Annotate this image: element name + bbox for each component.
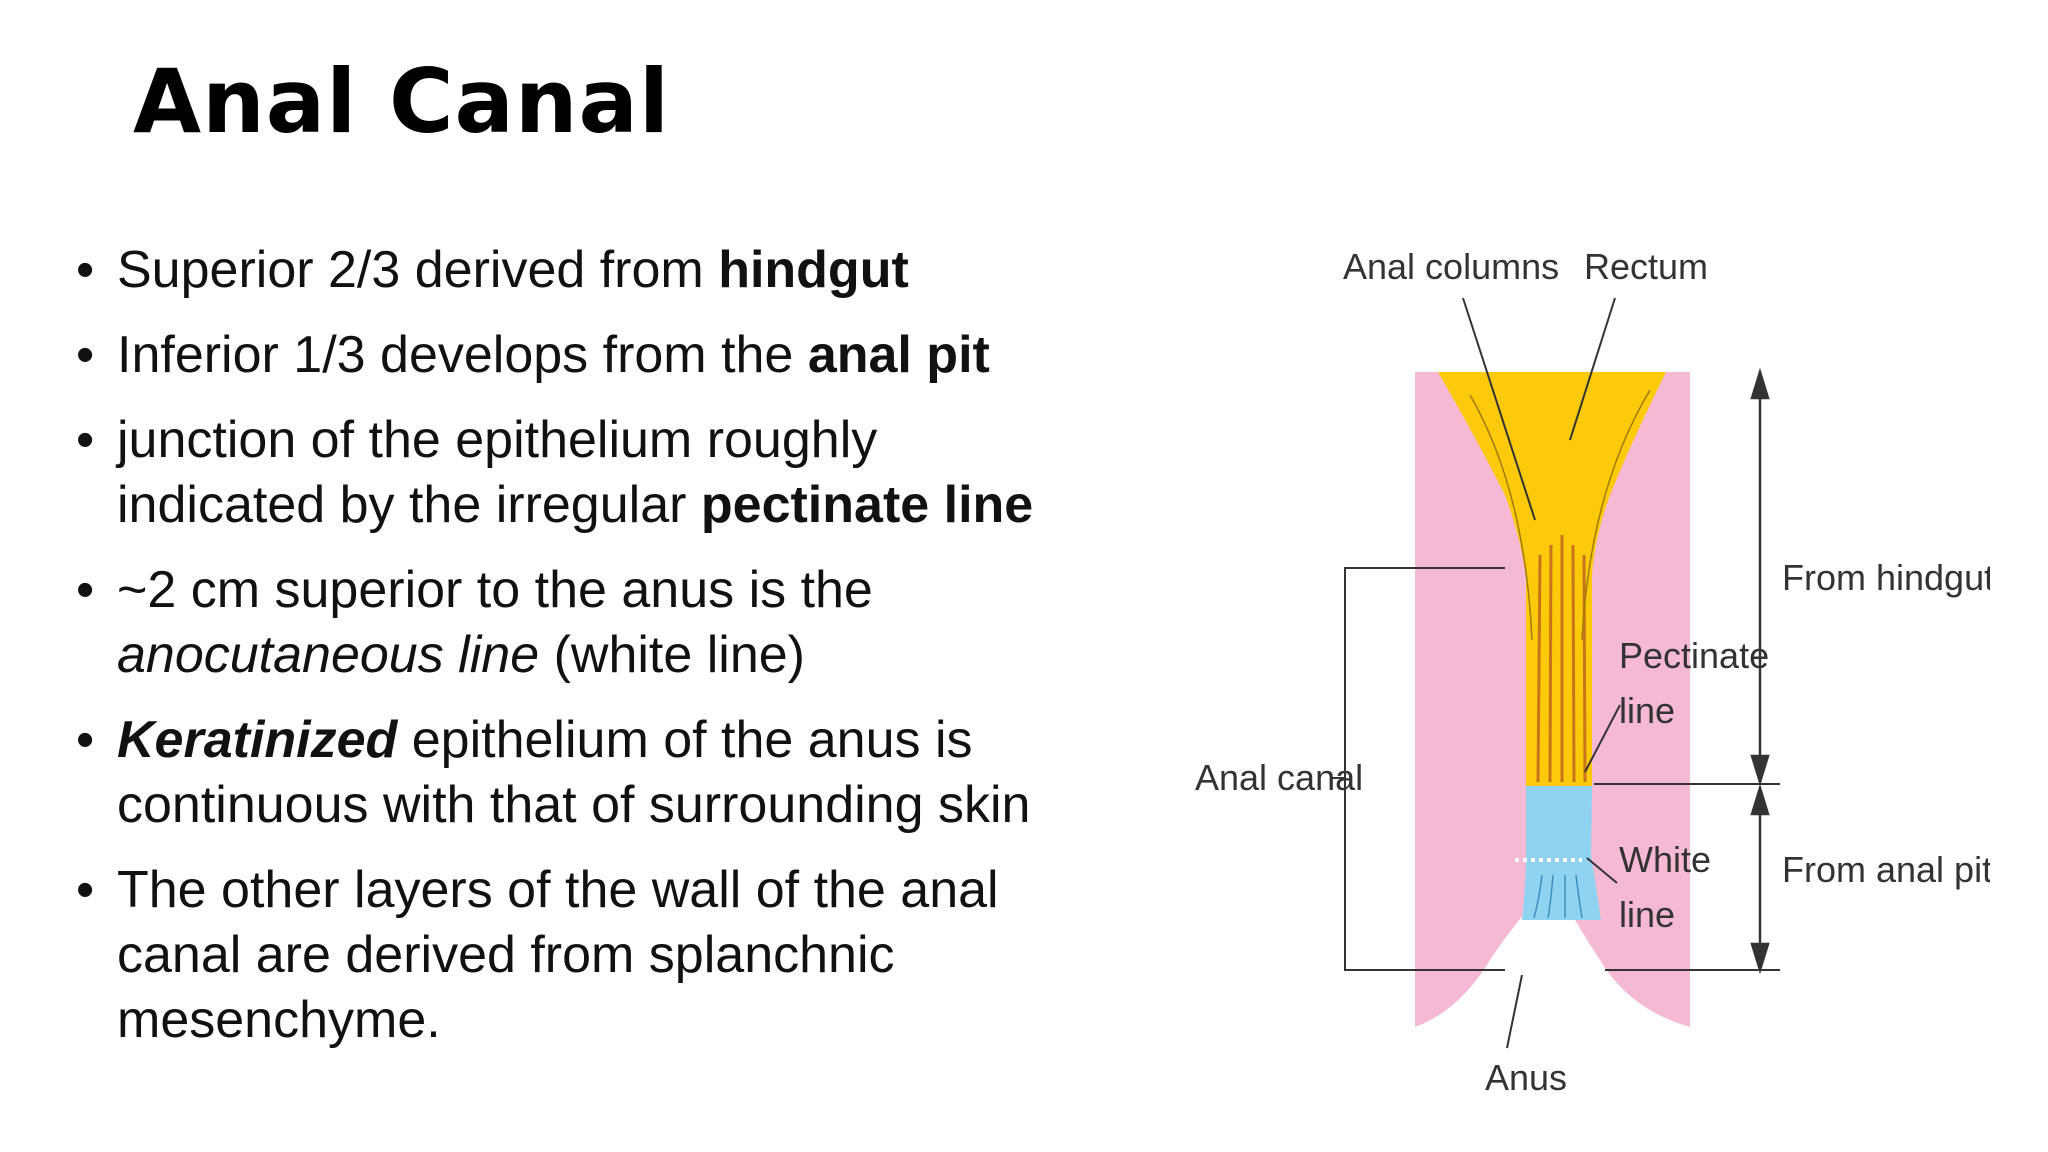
- bullet-item: ~2 cm superior to the anus is the anocut…: [76, 558, 1086, 688]
- label-white-line-2: line: [1619, 894, 1675, 935]
- bullet-item: Inferior 1/3 develops from the anal pit: [76, 323, 1086, 388]
- from-anal-pit-arrow: [1750, 783, 1770, 975]
- anal-pit-folds: [1533, 874, 1583, 919]
- label-from-anal-pit: From anal pit: [1782, 849, 1990, 890]
- from-hindgut-arrow: [1750, 367, 1770, 787]
- label-rectum: Rectum: [1584, 246, 1708, 287]
- label-anal-columns: Anal columns: [1343, 246, 1559, 287]
- anal-columns: [1536, 535, 1587, 783]
- column-folds: [1469, 389, 1651, 641]
- anal-canal-bracket: [1330, 567, 1505, 971]
- bullet-item: The other layers of the wall of the anal…: [76, 858, 1086, 1053]
- label-pectinate-line-1: Pectinate: [1619, 635, 1769, 676]
- level-lines: [1594, 783, 1780, 971]
- bullet-item: junction of the epithelium roughly indic…: [76, 408, 1086, 538]
- label-pectinate-line-2: line: [1619, 690, 1675, 731]
- bullet-item: Superior 2/3 derived from hindgut: [76, 238, 1086, 303]
- anal-canal-diagram: Anal columns Rectum From hindgut Pectina…: [1195, 246, 1990, 1098]
- label-from-hindgut: From hindgut: [1782, 557, 1990, 598]
- label-white-line-1: White: [1619, 839, 1711, 880]
- anal-pit-epithelium: [1522, 786, 1601, 920]
- leader-lines: [1462, 297, 1621, 1049]
- label-anus: Anus: [1485, 1057, 1567, 1098]
- bullet-list: Superior 2/3 derived from hindgut Inferi…: [76, 238, 1086, 1073]
- slide-title: Anal Canal: [133, 50, 671, 153]
- bullet-item: Keratinized epithelium of the anus is co…: [76, 708, 1086, 838]
